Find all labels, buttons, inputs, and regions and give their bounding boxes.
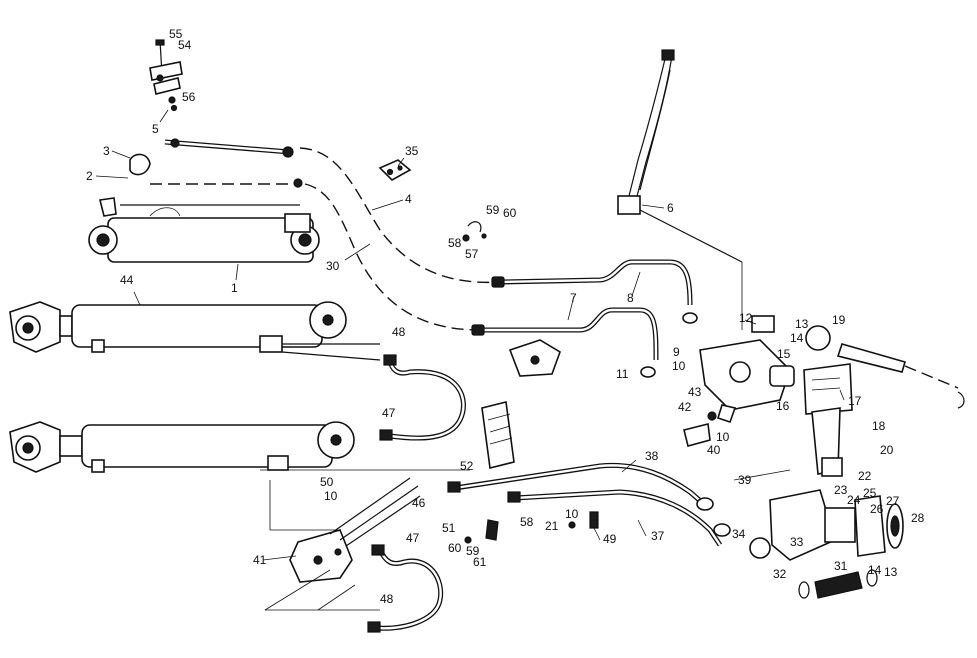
tube-37 [507, 489, 731, 547]
callout-4: 4 [405, 192, 412, 206]
callout-3: 3 [103, 144, 110, 158]
callout-55: 55 [169, 27, 183, 41]
manifold-41 [260, 469, 470, 611]
callout-24: 24 [847, 493, 861, 507]
callout-60: 60 [503, 206, 517, 220]
valve-block [683, 315, 831, 447]
callout-58: 58 [448, 236, 462, 250]
tube-8 [491, 259, 698, 324]
callout-15: 15 [777, 347, 791, 361]
callout-59-lower: 59 [466, 544, 480, 558]
callout-28: 28 [911, 511, 925, 525]
callout-27: 27 [886, 494, 900, 508]
callout-9: 9 [673, 345, 680, 359]
callout-34: 34 [732, 527, 746, 541]
callout-14-lower: 14 [868, 563, 882, 577]
callout-37: 37 [651, 529, 665, 543]
tube-38 [447, 462, 714, 511]
hose-47-48-lower [367, 544, 444, 633]
callout-50: 50 [320, 475, 334, 489]
callout-10-a: 10 [672, 359, 686, 373]
filter-46 [481, 401, 515, 469]
callout-43: 43 [688, 385, 702, 399]
callout-12: 12 [739, 311, 753, 325]
callout-10-b: 10 [716, 430, 730, 444]
callout-54: 54 [178, 38, 192, 52]
callout-11: 11 [616, 367, 629, 381]
nut-56 [168, 96, 178, 112]
callout-19-upper: 19 [832, 313, 846, 327]
callout-14: 14 [790, 331, 804, 345]
callout-17: 17 [848, 394, 862, 408]
top-hydraulic-cylinder [88, 138, 320, 263]
cylinder-44 [9, 301, 381, 361]
small-fittings [464, 511, 599, 544]
callout-33: 33 [790, 535, 804, 549]
callout-42: 42 [678, 400, 692, 414]
callout-23: 23 [834, 483, 848, 497]
callout-47-upper: 47 [382, 406, 396, 420]
pump-assembly [749, 457, 904, 561]
bracket-54 [149, 61, 183, 95]
callout-21: 21 [545, 519, 559, 533]
callout-10-d: 10 [565, 507, 579, 521]
rod-19 [836, 343, 965, 409]
callout-5: 5 [152, 122, 159, 136]
leader-lines [95, 109, 845, 561]
callout-38: 38 [645, 449, 659, 463]
spring-31 [798, 569, 878, 599]
callout-16: 16 [776, 399, 790, 413]
callout-6: 6 [667, 201, 674, 215]
cylinder-lower [9, 421, 355, 473]
callout-49: 49 [603, 532, 617, 546]
hose-4 [299, 147, 501, 284]
callout-10-c: 10 [324, 489, 338, 503]
fitting-40-43 [508, 339, 561, 377]
callout-60-lower: 60 [448, 541, 462, 555]
callout-41: 41 [253, 553, 267, 567]
callout-58-lower: 58 [520, 515, 534, 529]
callout-61: 61 [473, 555, 487, 569]
block-35 [378, 159, 412, 181]
callout-51: 51 [442, 521, 456, 535]
callout-35: 35 [405, 144, 419, 158]
callout-8: 8 [627, 291, 634, 305]
hose-47-48-upper [379, 354, 466, 441]
callout-47-lower: 47 [406, 531, 420, 545]
tube-7 [471, 307, 659, 378]
callout-52: 52 [460, 459, 474, 473]
callout-39: 39 [738, 473, 752, 487]
callout-13-lower: 13 [884, 565, 898, 579]
callout-1: 1 [231, 281, 238, 295]
callout-26: 26 [870, 502, 884, 516]
callout-48-upper: 48 [392, 325, 406, 339]
callout-2: 2 [86, 169, 93, 183]
control-lever-6 [617, 49, 743, 330]
callout-20: 20 [880, 443, 894, 457]
callout-48-lower: 48 [380, 592, 394, 606]
callout-25: 25 [863, 486, 877, 500]
callout-32: 32 [773, 567, 787, 581]
callout-59: 59 [486, 203, 500, 217]
callout-44: 44 [120, 273, 134, 287]
callout-18: 18 [872, 419, 886, 433]
clip-57-60 [462, 221, 487, 242]
callout-56: 56 [182, 90, 196, 104]
callout-labels: 55 54 56 5 3 2 35 4 59 60 58 57 30 1 44 … [86, 27, 925, 606]
callout-13: 13 [795, 317, 809, 331]
callout-57: 57 [465, 247, 479, 261]
callout-30: 30 [326, 259, 340, 273]
callout-31: 31 [834, 559, 848, 573]
hose-30 [304, 183, 481, 331]
callout-46: 46 [412, 496, 426, 510]
callout-22: 22 [858, 469, 872, 483]
callout-40: 40 [707, 443, 721, 457]
